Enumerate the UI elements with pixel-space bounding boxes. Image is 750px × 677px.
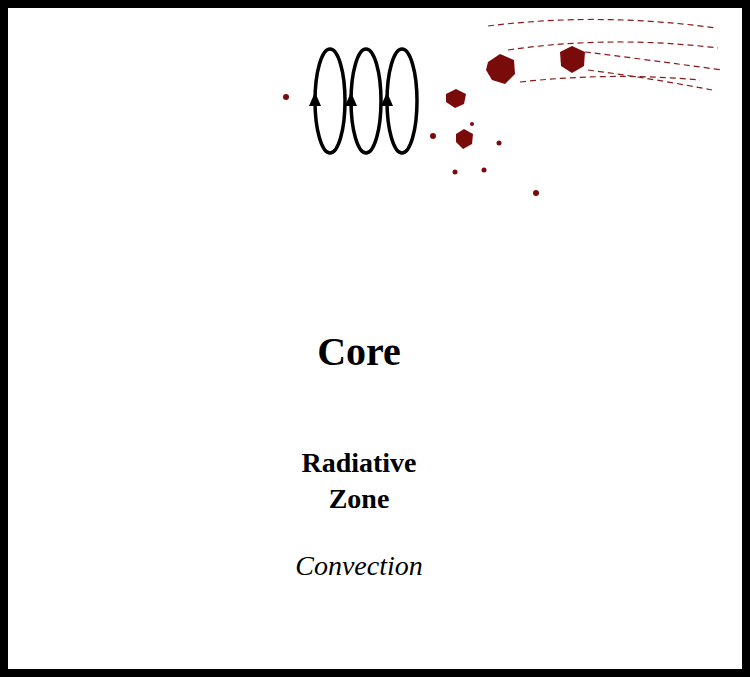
radiative-zone: Radiative Zone Core: [171, 172, 547, 548]
zone-label: Convection: [295, 548, 423, 584]
core-label: Core: [317, 326, 401, 378]
frame: [4, 4, 746, 673]
zone-label: Radiative Zone: [274, 445, 444, 518]
convection-arrows: [309, 92, 393, 106]
convection-loops: [315, 49, 417, 153]
ejecta-blobs: [283, 46, 585, 196]
ejecta-trails: [488, 19, 722, 90]
convection-zone: Convection Radiative Zone Core: [77, 78, 641, 642]
core: Core: [269, 270, 449, 450]
